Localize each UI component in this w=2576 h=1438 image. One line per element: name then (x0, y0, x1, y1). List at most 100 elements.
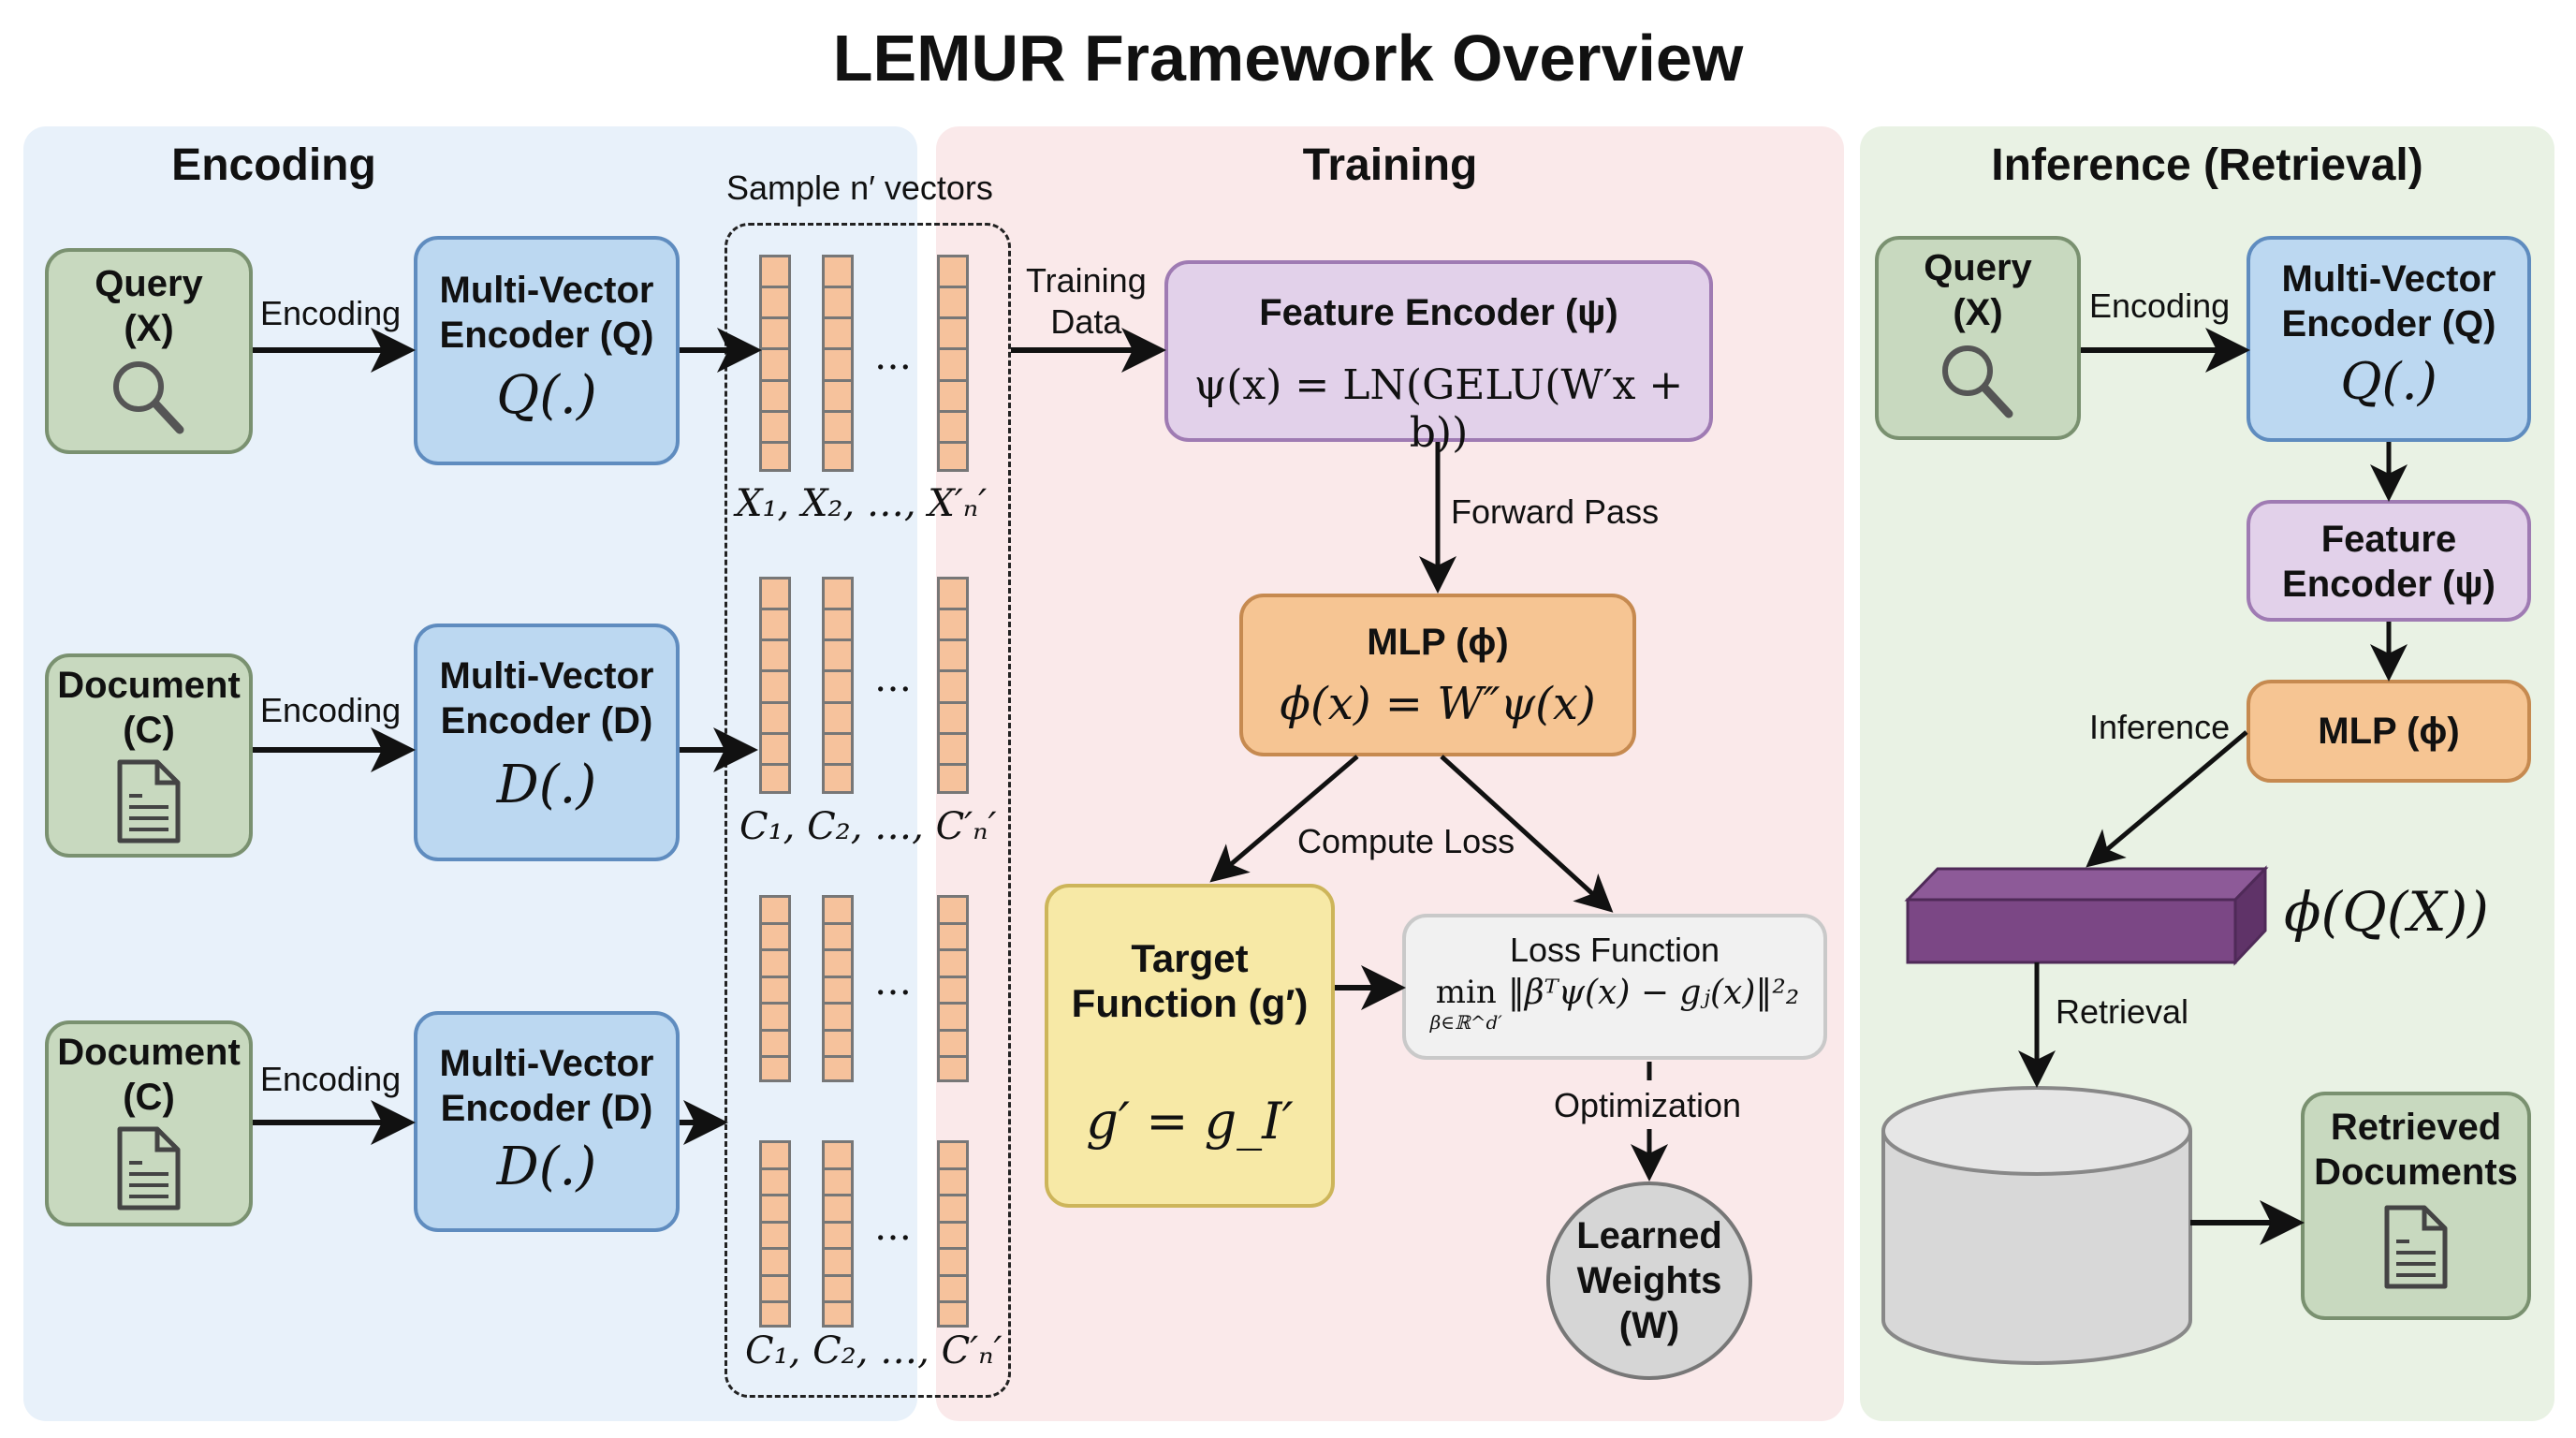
inference-feature-line2: Encoder (ψ) (2282, 564, 2496, 605)
vector-cell-divider (940, 1055, 966, 1059)
anns-line3-bold: W (2081, 1273, 2117, 1314)
vector-cell-divider (762, 1002, 788, 1005)
vector-cell-divider (825, 286, 851, 289)
vector-cell-divider (762, 1220, 788, 1224)
loss-formula: min β∈ℝ^d′ ‖βᵀψ(x) − gⱼ(x)‖²₂ (1430, 974, 1800, 1034)
query-box: Query (X) (45, 248, 253, 454)
vector-cell-divider (762, 1194, 788, 1197)
edge-label-compute-loss: Compute Loss (1297, 822, 1515, 860)
vector-group-4-label: C₁, C₂, …, C′ₙ′ (745, 1329, 1003, 1372)
vector-column (822, 255, 854, 472)
multi-vector-encoder-d-1: Multi-Vector Encoder (D) D(.) (414, 624, 680, 861)
vector-cell-divider (825, 1247, 851, 1251)
inference-query-box: Query (X) (1875, 236, 2081, 440)
vector-cell-divider (825, 1194, 851, 1197)
vector-column (937, 577, 969, 794)
vector-cell-divider (940, 762, 966, 766)
multi-vector-encoder-q: Multi-Vector Encoder (Q) Q(.) (414, 236, 680, 465)
query-box-subtitle: (X) (124, 308, 174, 349)
vector-cell-divider (825, 316, 851, 320)
vector-cell-divider (762, 1300, 788, 1304)
inference-encoder-line2: Encoder (Q) (2281, 303, 2496, 345)
retrieved-documents-box: Retrieved Documents (2301, 1092, 2531, 1320)
inference-panel-title: Inference (Retrieval) (1991, 140, 2423, 190)
vector-cell-divider (762, 1028, 788, 1032)
vector-cell-divider (940, 669, 966, 673)
vector-cell-divider (762, 921, 788, 925)
vector-cell-divider (762, 378, 788, 382)
inference-encoder-line1: Multi-Vector (2281, 258, 2496, 300)
vector-group-1-label: X₁, X₂, …, X′ₙ′ (736, 482, 988, 525)
vector-cell-divider (825, 638, 851, 642)
encoder-d2-formula: D(.) (496, 1137, 597, 1197)
learned-line2: Weights (1576, 1260, 1722, 1301)
vector-cell-divider (825, 1300, 851, 1304)
vector-cell-divider (762, 762, 788, 766)
feature-encoder-title: Feature Encoder (ψ) (1259, 292, 1618, 333)
vector-cell-divider (762, 1247, 788, 1251)
vector-column (822, 1140, 854, 1328)
encoder-d2-line2: Encoder (D) (440, 1088, 653, 1129)
vector-cell-divider (825, 378, 851, 382)
vector-cell-divider (825, 409, 851, 413)
document-box-2-title: Document (57, 1032, 241, 1073)
vector-cell-divider (825, 731, 851, 735)
encoder-q-line1: Multi-Vector (439, 270, 654, 311)
inference-feature-line1: Feature (2320, 519, 2457, 560)
vector-cell-divider (762, 1167, 788, 1170)
target-line2: Function (g′) (1071, 981, 1309, 1025)
inference-query-subtitle: (X) (1953, 292, 2003, 333)
mlp-box: MLP (ϕ) ϕ(x) = W″ψ(x) (1239, 594, 1636, 756)
vector-cell-divider (940, 608, 966, 611)
vector-cell-divider (825, 948, 851, 952)
vector-cell-divider (825, 347, 851, 351)
inference-query-title: Query (1924, 247, 2032, 288)
inference-mlp: MLP (ϕ) (2247, 680, 2531, 783)
vector-cell-divider (940, 409, 966, 413)
learned-line3: (W) (1618, 1305, 1680, 1346)
anns-line3-prefix: weights (1944, 1273, 2082, 1314)
vector-cell-divider (940, 286, 966, 289)
query-box-title: Query (95, 263, 203, 304)
training-panel-title: Training (1302, 140, 1478, 190)
edge-label-optimization: Optimization (1554, 1086, 1742, 1124)
vector-cell-divider (940, 948, 966, 952)
vector-cell-divider (825, 440, 851, 444)
vector-cell-divider (825, 975, 851, 978)
edge-label-inference: Inference (2089, 708, 2231, 746)
vector-cell-divider (762, 1273, 788, 1277)
vector-cell-divider (825, 700, 851, 704)
document-box-2: Document (C) (45, 1020, 253, 1226)
anns-line3: weights W) (1881, 1271, 2192, 1316)
encoder-q-line2: Encoder (Q) (439, 315, 654, 356)
sample-vectors-label: Sample n′ vectors (726, 169, 993, 207)
vector-cell-divider (762, 286, 788, 289)
vector-cell-divider (825, 669, 851, 673)
vector-group-2-label: C₁, C₂, …, C′ₙ′ (739, 805, 997, 848)
loss-norm: ‖βᵀψ(x) − gⱼ(x)‖²₂ (1507, 974, 1800, 1012)
inference-feature-encoder: Feature Encoder (ψ) (2247, 500, 2531, 622)
document-box-1-subtitle: (C) (123, 710, 175, 751)
encoder-d1-line2: Encoder (D) (440, 700, 653, 741)
vector-ellipsis: … (874, 335, 912, 378)
vector-column (759, 577, 791, 794)
document-box-1: Document (C) (45, 653, 253, 858)
vector-cell-divider (762, 731, 788, 735)
encoder-d1-line1: Multi-Vector (439, 655, 654, 697)
multi-vector-encoder-d-2: Multi-Vector Encoder (D) D(.) (414, 1011, 680, 1232)
vector-cell-divider (940, 975, 966, 978)
vector-cell-divider (762, 409, 788, 413)
target-line1: Target (1131, 936, 1249, 980)
mlp-title: MLP (ϕ) (1367, 622, 1509, 663)
vector-cell-divider (940, 316, 966, 320)
search-icon (113, 361, 184, 434)
mlp-formula: ϕ(x) = W″ψ(x) (1280, 678, 1596, 730)
document-box-2-subtitle: (C) (123, 1077, 175, 1118)
vector-cell-divider (825, 1273, 851, 1277)
encoder-q-formula: Q(.) (496, 365, 597, 426)
vector-ellipsis: … (874, 657, 912, 700)
vector-cell-divider (825, 1002, 851, 1005)
vector-column (937, 1140, 969, 1328)
vector-cell-divider (762, 608, 788, 611)
vector-cell-divider (762, 1055, 788, 1059)
